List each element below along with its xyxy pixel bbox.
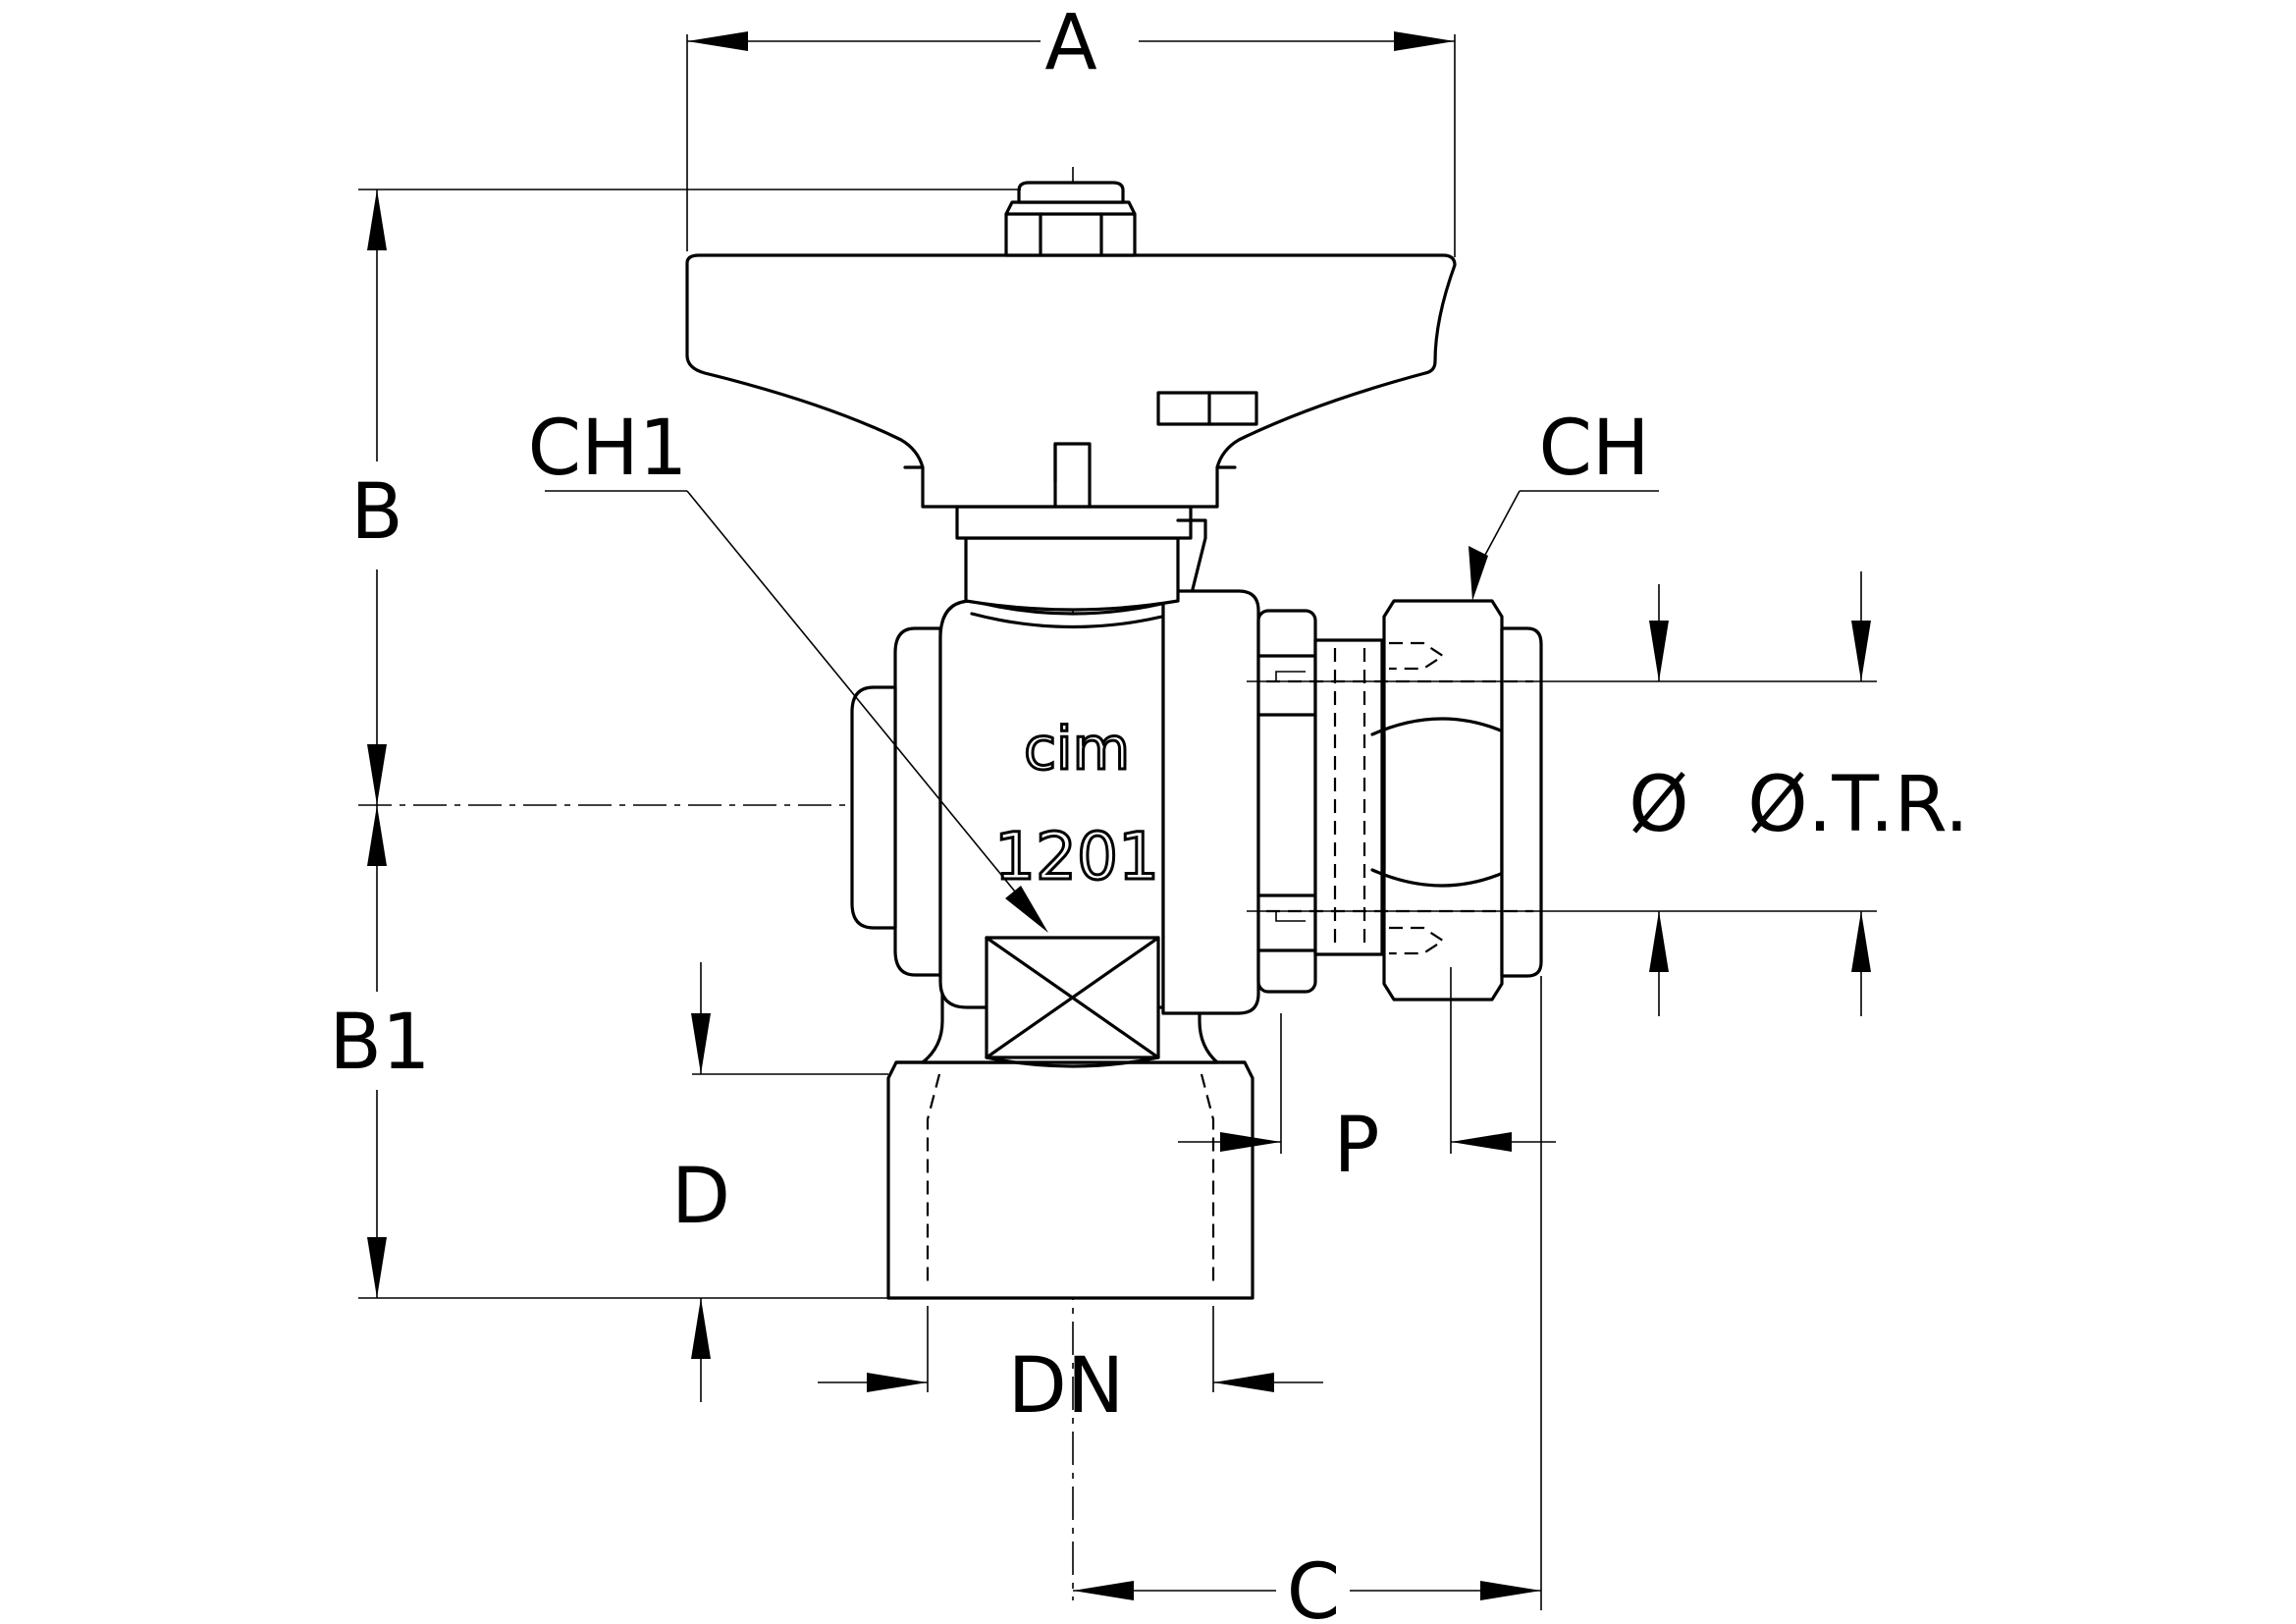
right-flange bbox=[1161, 589, 1260, 1015]
top-nut-cap bbox=[1017, 181, 1125, 204]
left-end-cap bbox=[893, 626, 942, 977]
hex-nipple bbox=[1256, 609, 1317, 994]
coupling-sleeve bbox=[1313, 638, 1384, 956]
pipe-end bbox=[1500, 626, 1543, 978]
stem-collar bbox=[955, 505, 1193, 540]
label-B: B bbox=[350, 468, 403, 557]
dimension-lines bbox=[358, 31, 1877, 1610]
dimension-labels: A B B1 CH1 CH D DN P C Ø Ø.T.R. bbox=[329, 0, 1968, 1624]
valve-body: cim 1201 bbox=[685, 181, 1543, 1300]
label-D: D bbox=[671, 1153, 730, 1241]
label-DN: DN bbox=[1008, 1342, 1124, 1431]
butterfly-handle bbox=[685, 253, 1457, 509]
model-marking: 1201 bbox=[994, 819, 1159, 894]
label-CH1: CH1 bbox=[528, 405, 688, 493]
stem bbox=[964, 536, 1180, 612]
brand-marking: cim bbox=[1024, 715, 1130, 784]
label-CH: CH bbox=[1538, 405, 1649, 493]
bottom-threaded-socket bbox=[886, 1060, 1255, 1300]
label-B1: B1 bbox=[329, 999, 430, 1087]
handle-lock-tab bbox=[1156, 391, 1258, 426]
label-diameter: Ø bbox=[1629, 761, 1688, 849]
label-P: P bbox=[1333, 1102, 1379, 1190]
left-end-plug bbox=[850, 685, 897, 930]
label-diameter-otr: Ø.T.R. bbox=[1747, 761, 1969, 849]
compression-nut bbox=[1382, 599, 1504, 1001]
label-A: A bbox=[1044, 0, 1096, 87]
top-nut bbox=[1004, 200, 1137, 257]
label-C: C bbox=[1287, 1548, 1340, 1624]
